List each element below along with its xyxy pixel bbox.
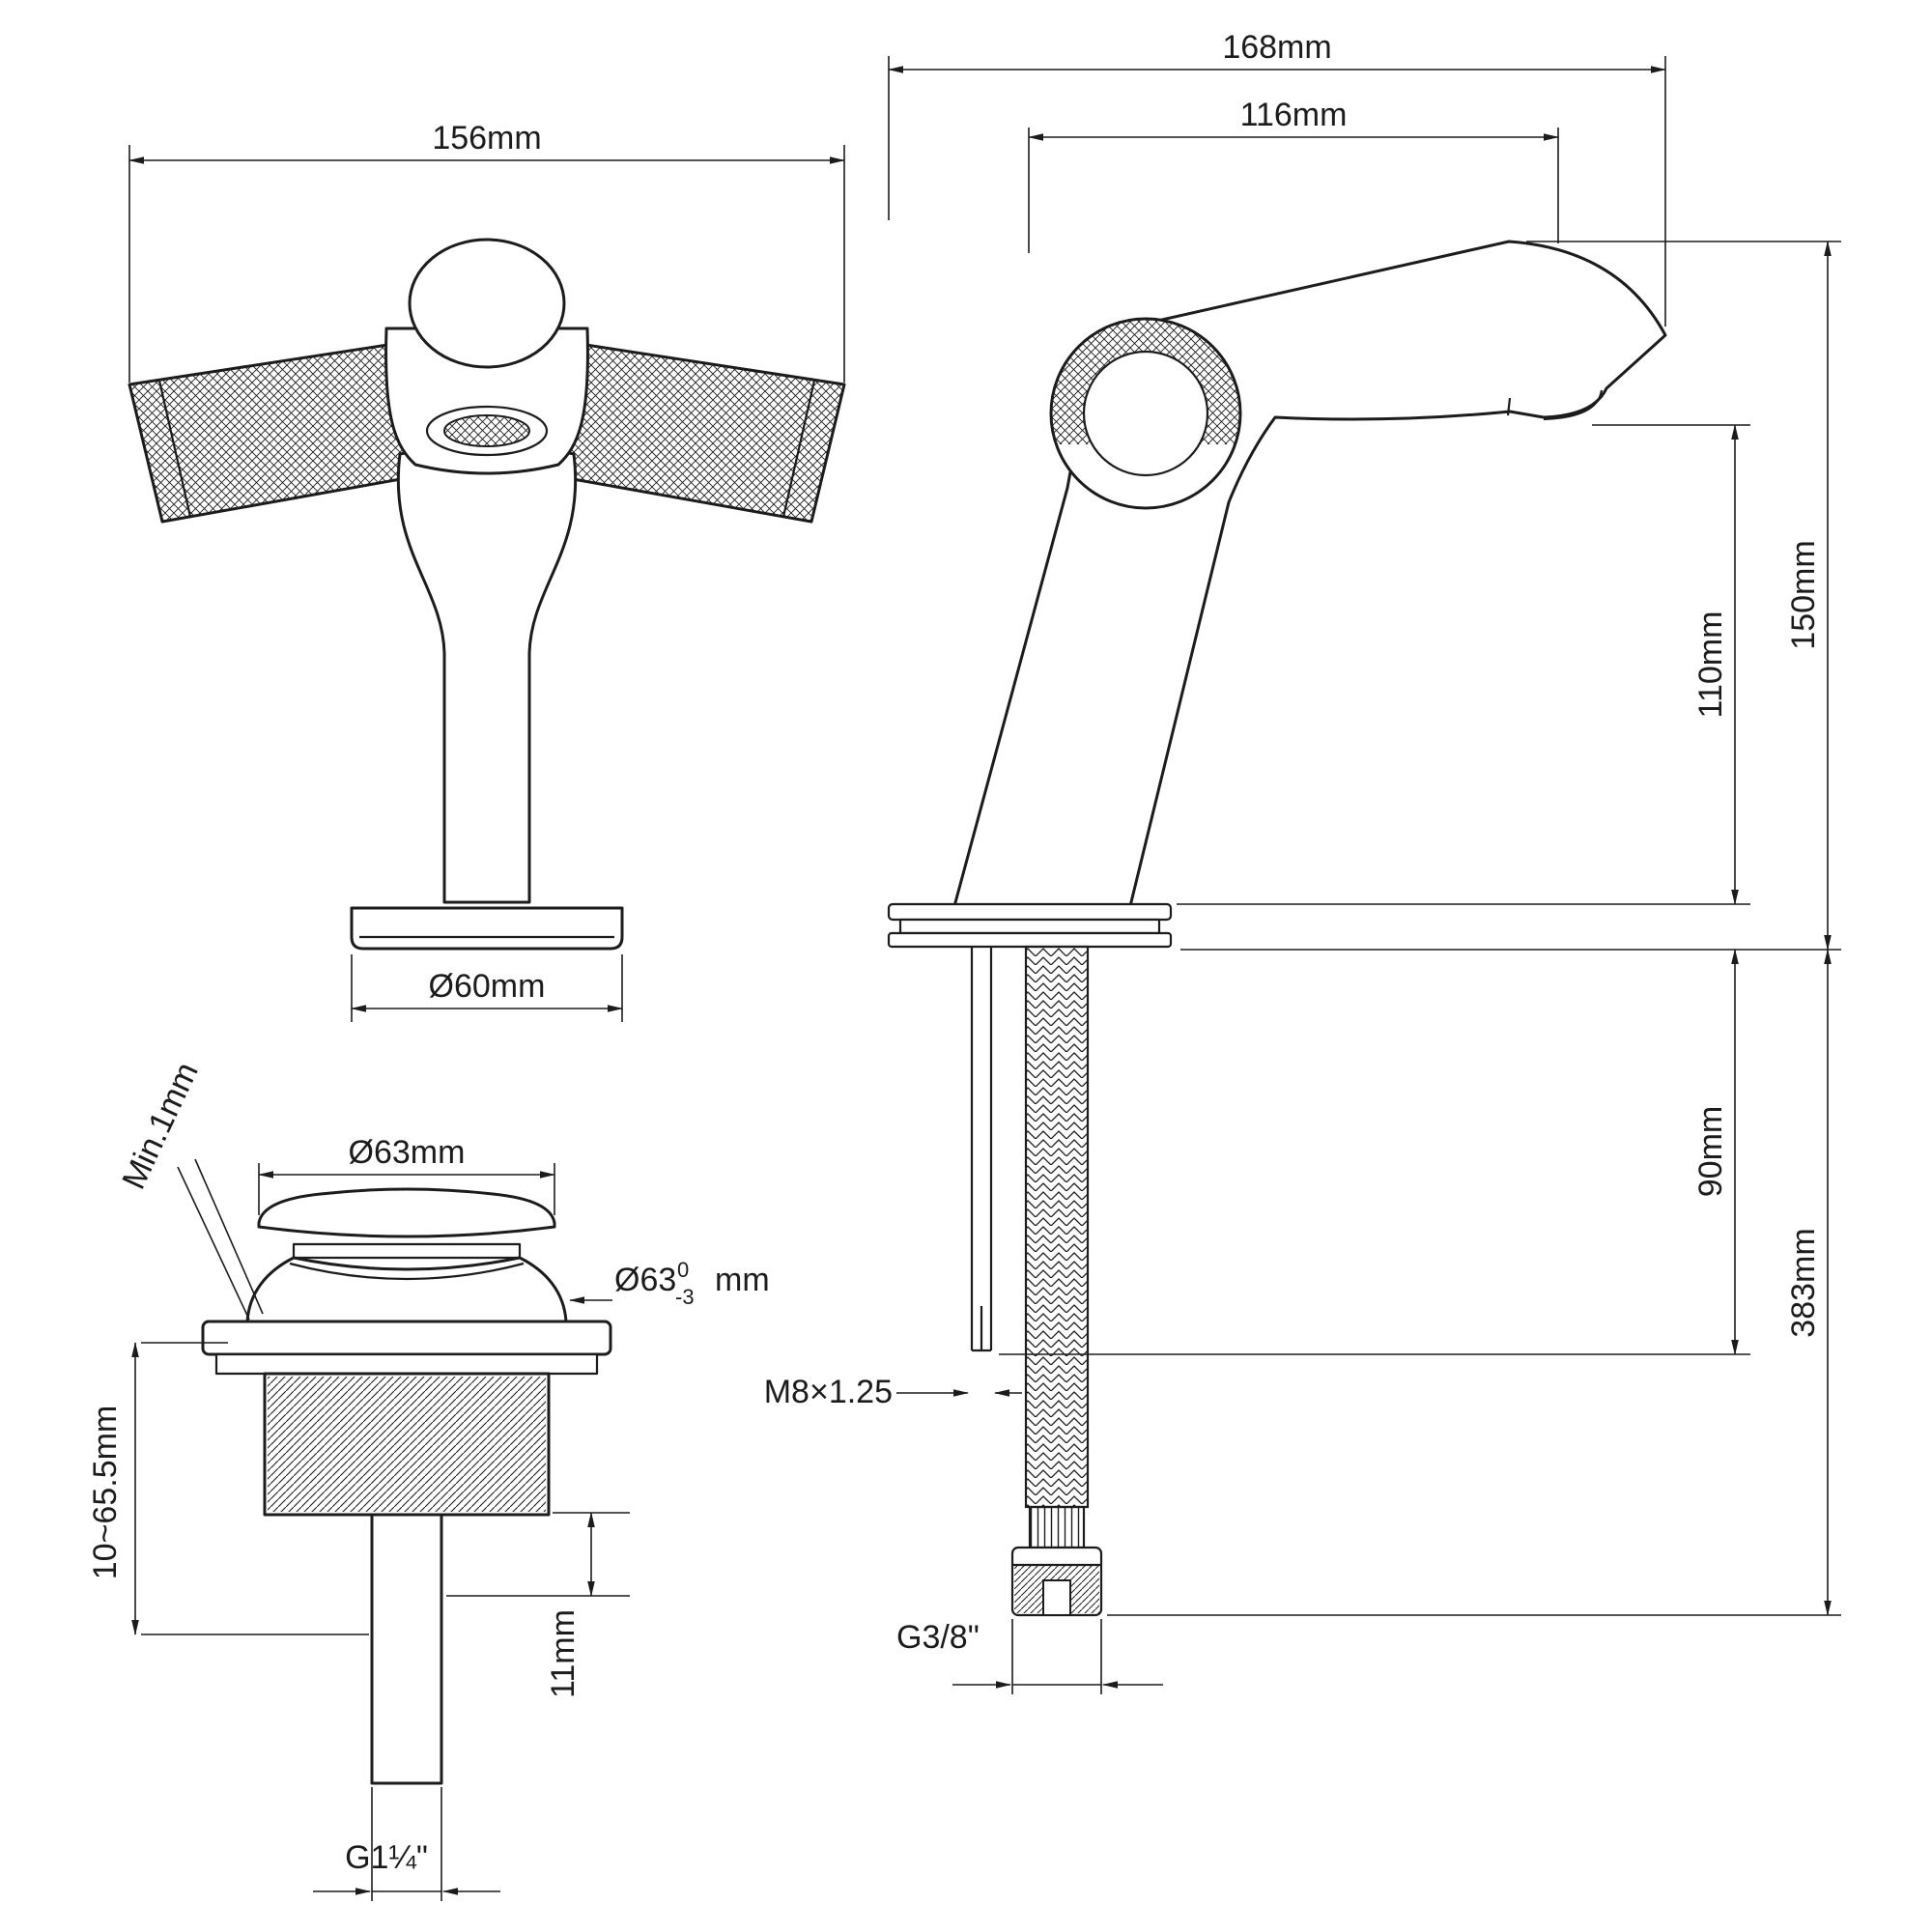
flange-tol-upper: 0 — [677, 1258, 689, 1282]
dim-deck-range: 10~65.5mm — [87, 1342, 369, 1635]
dim-overall-height: 150mm — [1180, 241, 1841, 951]
drain-cap — [257, 1187, 556, 1238]
supply-hose — [1010, 945, 1103, 1617]
top-knob — [408, 238, 566, 369]
flange-tol-lower: -3 — [675, 1285, 695, 1309]
dim-cap-diameter: Ø63mm — [258, 1134, 555, 1215]
hose-thread-label: G3/8" — [896, 1619, 980, 1656]
handle-side — [1049, 317, 1242, 510]
base-diameter-label: Ø60mm — [429, 968, 546, 1005]
aerator-front — [425, 405, 549, 457]
dim-waste-thread: G1¼" — [313, 1787, 500, 1901]
min-gap-label: Min.1mm — [115, 1057, 206, 1195]
handle-right — [560, 342, 846, 524]
drain-detail-view: Ø63mm Min.1mm Ø63 0 -3 mm 10~65.5mm 11mm — [87, 1057, 770, 1901]
drain-flange — [201, 1320, 612, 1356]
dim-overall-reach: 168mm — [888, 29, 1666, 327]
overall-reach-label: 168mm — [1222, 29, 1331, 66]
rod-length-label: 90mm — [1692, 1106, 1729, 1197]
dim-flange-diameter: Ø63 0 -3 mm — [569, 1258, 770, 1309]
side-view: 168mm 116mm 150mm 110mm 90mm — [764, 29, 1841, 1694]
deck-range-label: 10~65.5mm — [87, 1406, 124, 1580]
overall-height-label: 150mm — [1785, 540, 1822, 649]
flange-diameter-unit: mm — [715, 1262, 770, 1298]
spout-reach-label: 116mm — [1240, 97, 1348, 133]
handle-left — [128, 342, 413, 524]
aerator-side — [1506, 389, 1604, 421]
drain-tailpipe — [370, 1513, 443, 1785]
dim-spout-height: 110mm — [1177, 424, 1750, 905]
rod-thread-label: M8×1.25 — [764, 1374, 893, 1410]
dim-rod-thread: M8×1.25 — [764, 1374, 1022, 1410]
front-view: 156mm Ø60mm — [128, 120, 846, 1022]
drain-washer — [214, 1352, 599, 1376]
dim-base-diameter: Ø60mm — [351, 954, 623, 1022]
base-flange-side — [887, 902, 1173, 949]
popup-rod — [970, 947, 993, 1352]
dim-front-width: 156mm — [128, 120, 845, 383]
faucet-body-front — [396, 443, 578, 904]
flange-diameter-label: Ø63 — [614, 1262, 676, 1298]
faucet-body-side — [952, 240, 1667, 908]
drain-threaded-barrel — [263, 1372, 551, 1517]
dim-spout-reach: 116mm — [1028, 97, 1559, 253]
front-width-label: 156mm — [432, 120, 541, 156]
dim-min-gap: Min.1mm — [115, 1057, 264, 1321]
hose-length-label: 383mm — [1785, 1228, 1822, 1337]
dim-rod-length: 90mm — [999, 949, 1750, 1355]
drain-cap-neck — [292, 1242, 522, 1260]
dim-hose-thread: G3/8" — [896, 1619, 1163, 1694]
spout-height-label: 110mm — [1692, 611, 1729, 719]
base-flange-front — [350, 906, 624, 951]
waste-thread-label: G1¼" — [345, 1839, 428, 1876]
drain-waste-body — [245, 1256, 568, 1323]
thread-length-label: 11mm — [545, 1609, 582, 1698]
dim-thread-length: 11mm — [446, 1512, 630, 1698]
dim-hose-length: 383mm — [1107, 949, 1841, 1616]
cap-diameter-label: Ø63mm — [349, 1134, 466, 1171]
